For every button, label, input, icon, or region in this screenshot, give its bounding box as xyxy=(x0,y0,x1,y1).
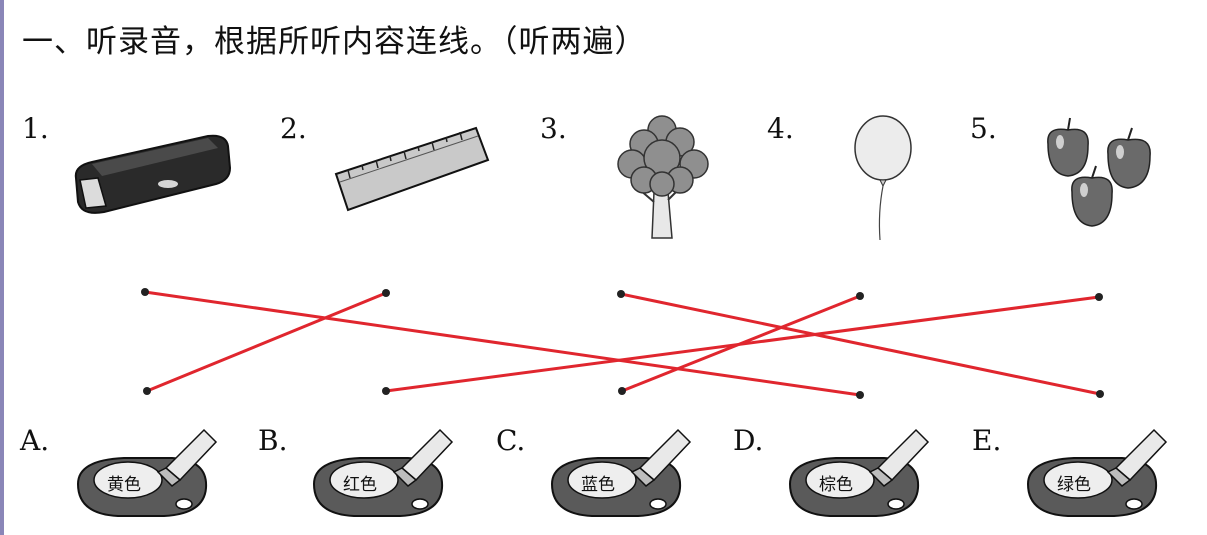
color-label-d: 棕色 xyxy=(819,475,853,495)
color-label-e: 绿色 xyxy=(1057,475,1091,495)
paint-palette-icon xyxy=(1026,428,1168,517)
connection-line-2 xyxy=(145,291,388,393)
ruler-icon xyxy=(334,126,490,212)
apples-icon xyxy=(1047,117,1151,227)
connection-line-5 xyxy=(384,295,1101,393)
paint-palette-icon xyxy=(788,428,930,517)
connection-dot[interactable] xyxy=(856,292,864,300)
item-number-1: 1. xyxy=(22,112,49,145)
item-number-5: 5. xyxy=(970,112,997,145)
option-letter-b: B. xyxy=(258,424,288,457)
color-label-b: 红色 xyxy=(343,475,377,495)
connection-dot[interactable] xyxy=(382,289,390,297)
connection-dot[interactable] xyxy=(617,290,625,298)
connection-line-1 xyxy=(143,290,862,397)
connection-dot[interactable] xyxy=(856,391,864,399)
option-letter-c: C. xyxy=(496,424,526,457)
option-letter-e: E. xyxy=(972,424,1002,457)
option-letter-d: D. xyxy=(733,424,764,457)
color-label-a: 黄色 xyxy=(107,475,141,495)
question-title: 一、听录音，根据所听内容连线。（听两遍） xyxy=(22,24,647,60)
paint-palette-icon xyxy=(76,428,218,517)
item-number-2: 2. xyxy=(280,112,307,145)
paint-palette-icon xyxy=(550,428,692,517)
pencil-case-icon xyxy=(74,134,232,214)
balloon-icon xyxy=(854,115,912,241)
option-letter-a: A. xyxy=(20,424,50,457)
item-number-4: 4. xyxy=(767,112,794,145)
connection-dot[interactable] xyxy=(1095,293,1103,301)
item-number-3: 3. xyxy=(540,112,567,145)
connection-dot[interactable] xyxy=(141,288,149,296)
paint-palette-icon xyxy=(312,428,454,517)
connection-dot[interactable] xyxy=(382,387,390,395)
tree-icon xyxy=(617,115,709,239)
connection-dot[interactable] xyxy=(143,387,151,395)
connection-line-3 xyxy=(619,292,1102,396)
page-edge-strip xyxy=(0,0,4,535)
connection-dot[interactable] xyxy=(1096,390,1104,398)
color-label-c: 蓝色 xyxy=(581,475,615,495)
connection-dot[interactable] xyxy=(618,387,626,395)
